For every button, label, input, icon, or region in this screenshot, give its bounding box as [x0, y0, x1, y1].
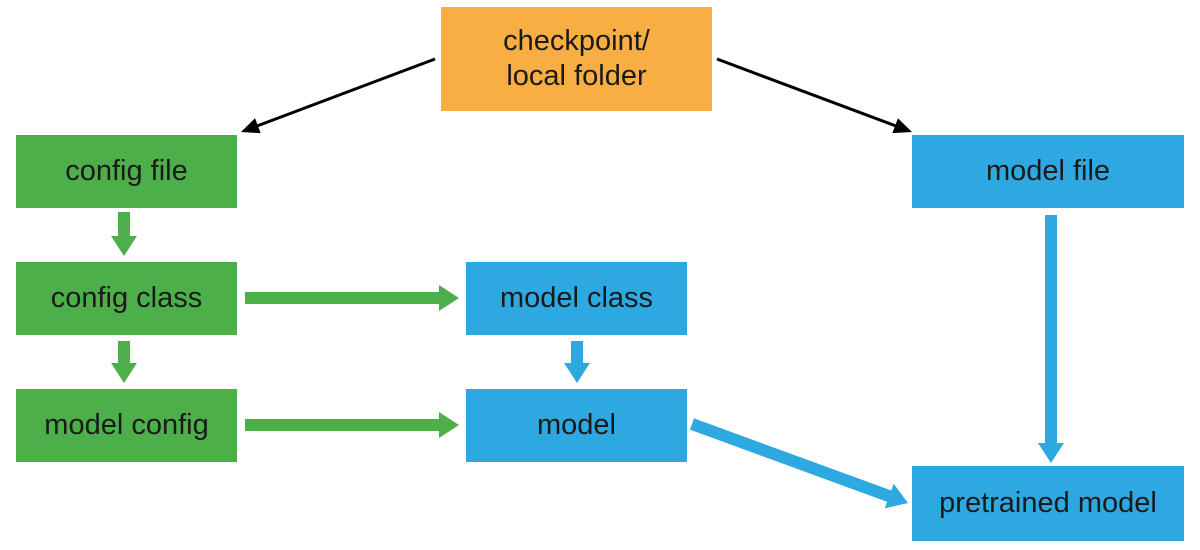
- config-file-to-config-class-arrow: [111, 212, 137, 256]
- pretrained-model-node: pretrained model: [912, 466, 1184, 541]
- model-class-to-model-arrowhead: [564, 363, 590, 383]
- checkpoint-to-config-file-arrowhead: [241, 118, 261, 134]
- checkpoint-node: checkpoint/ local folder: [441, 7, 712, 111]
- config-class-to-model-config-arrowhead: [111, 363, 137, 383]
- checkpoint-to-config-file-arrow: [241, 57, 436, 134]
- model-file-to-pretrained-model-arrow: [1038, 215, 1064, 463]
- model-class-to-model-arrow: [564, 341, 590, 383]
- config-class-to-model-config-arrow: [111, 341, 137, 383]
- model-to-pretrained-model-arrowhead: [884, 483, 908, 509]
- model-file-to-pretrained-model-arrowhead: [1038, 443, 1064, 463]
- model-to-pretrained-model-shaft: [689, 418, 894, 503]
- config-file-to-config-class-arrowhead: [111, 236, 137, 256]
- model-config-to-model-arrow: [245, 412, 459, 438]
- checkpoint-to-model-file-shaft: [716, 57, 898, 128]
- checkpoint-to-model-file-arrowhead: [892, 118, 912, 134]
- checkpoint-to-config-file-shaft: [255, 57, 436, 128]
- model-node: model: [466, 389, 687, 462]
- config-class-to-model-class-arrow: [245, 285, 459, 311]
- model-config-node: model config: [16, 389, 237, 462]
- model-file-node: model file: [912, 135, 1184, 208]
- model-class-node: model class: [466, 262, 687, 335]
- model-to-pretrained-model-arrow: [689, 418, 908, 509]
- config-class-node: config class: [16, 262, 237, 335]
- config-class-to-model-class-arrowhead: [439, 285, 459, 311]
- checkpoint-to-model-file-arrow: [716, 57, 912, 134]
- config-file-node: config file: [16, 135, 237, 208]
- model-config-to-model-arrowhead: [439, 412, 459, 438]
